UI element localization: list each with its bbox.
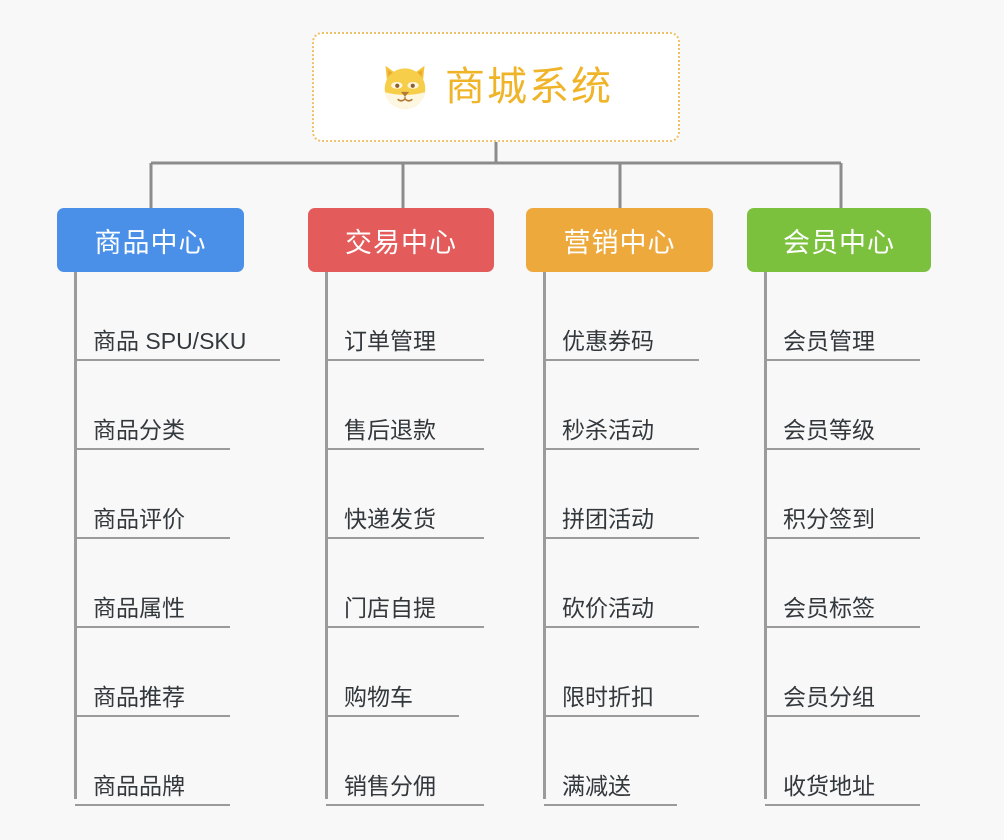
leaf-item-label: 商品品牌 [93, 773, 185, 800]
leaf-item[interactable]: 订单管理 [326, 272, 494, 361]
leaf-item-label: 门店自提 [344, 595, 436, 622]
leaf-underline [75, 359, 280, 361]
leaf-underline [75, 804, 230, 806]
leaf-item-label: 快递发货 [344, 506, 436, 533]
category-header-4[interactable]: 会员中心 [747, 208, 931, 272]
leaf-underline [75, 448, 230, 450]
column-spine-1 [74, 272, 77, 799]
shiba-dog-icon [384, 65, 426, 109]
leaf-item[interactable]: 商品评价 [75, 450, 244, 539]
category-column-1: 商品中心商品 SPU/SKU 商品分类商品评价商品属性商品推荐商品品牌 [57, 208, 280, 806]
leaf-item[interactable]: 门店自提 [326, 539, 494, 628]
leaf-item-label: 订单管理 [344, 328, 436, 355]
leaf-underline [765, 359, 920, 361]
leaf-item[interactable]: 商品品牌 [75, 717, 244, 806]
leaf-underline [765, 448, 920, 450]
category-column-2: 交易中心订单管理售后退款快递发货门店自提购物车销售分佣 [308, 208, 494, 806]
leaf-item-label: 购物车 [344, 684, 413, 711]
root-title: 商城系统 [445, 65, 613, 109]
leaf-underline [544, 626, 699, 628]
leaf-item[interactable]: 商品属性 [75, 539, 244, 628]
leaf-item[interactable]: 商品 SPU/SKU [75, 272, 280, 361]
leaf-item[interactable]: 商品推荐 [75, 628, 244, 717]
leaf-underline [765, 715, 920, 717]
leaf-item[interactable]: 满减送 [544, 717, 713, 806]
leaf-item-label: 售后退款 [344, 417, 436, 444]
column-spine-4 [764, 272, 767, 799]
leaf-underline [75, 626, 230, 628]
leaf-underline [765, 537, 920, 539]
leaf-item-label: 会员等级 [783, 417, 875, 444]
leaf-item[interactable]: 优惠券码 [544, 272, 713, 361]
leaf-item-label: 商品分类 [93, 417, 185, 444]
leaf-item-label: 积分签到 [783, 506, 875, 533]
leaf-item-label: 拼团活动 [562, 506, 654, 533]
leaf-item-label: 收货地址 [783, 773, 875, 800]
leaf-item[interactable]: 积分签到 [765, 450, 931, 539]
leaf-list-3: 优惠券码秒杀活动拼团活动砍价活动限时折扣满减送 [526, 272, 713, 806]
leaf-item[interactable]: 秒杀活动 [544, 361, 713, 450]
leaf-item-label: 会员管理 [783, 328, 875, 355]
leaf-item-label: 销售分佣 [344, 773, 436, 800]
column-spine-3 [543, 272, 546, 799]
leaf-underline [544, 715, 699, 717]
leaf-item-label: 商品属性 [93, 595, 185, 622]
leaf-item[interactable]: 收货地址 [765, 717, 931, 806]
leaf-item-label: 商品 SPU/SKU [93, 328, 247, 355]
leaf-item[interactable]: 售后退款 [326, 361, 494, 450]
leaf-item-label: 优惠券码 [562, 328, 654, 355]
leaf-list-4: 会员管理会员等级积分签到会员标签会员分组收货地址 [747, 272, 931, 806]
leaf-item[interactable]: 销售分佣 [326, 717, 494, 806]
leaf-underline [326, 537, 484, 539]
leaf-item-label: 秒杀活动 [562, 417, 654, 444]
leaf-underline [75, 537, 230, 539]
leaf-underline [326, 448, 484, 450]
category-column-4: 会员中心会员管理会员等级积分签到会员标签会员分组收货地址 [747, 208, 931, 806]
leaf-underline [75, 715, 230, 717]
leaf-list-2: 订单管理售后退款快递发货门店自提购物车销售分佣 [308, 272, 494, 806]
leaf-item[interactable]: 会员管理 [765, 272, 931, 361]
leaf-list-1: 商品 SPU/SKU 商品分类商品评价商品属性商品推荐商品品牌 [57, 272, 280, 806]
leaf-item-label: 商品推荐 [93, 684, 185, 711]
leaf-item[interactable]: 商品分类 [75, 361, 244, 450]
leaf-underline [765, 626, 920, 628]
leaf-item[interactable]: 会员标签 [765, 539, 931, 628]
root-node-card[interactable]: 商城系统 [312, 32, 680, 142]
leaf-item-label: 砍价活动 [562, 595, 654, 622]
leaf-item[interactable]: 砍价活动 [544, 539, 713, 628]
leaf-underline [544, 448, 699, 450]
leaf-item[interactable]: 快递发货 [326, 450, 494, 539]
leaf-underline [326, 715, 459, 717]
leaf-underline [326, 359, 484, 361]
leaf-item[interactable]: 限时折扣 [544, 628, 713, 717]
leaf-underline [544, 804, 677, 806]
leaf-item[interactable]: 会员等级 [765, 361, 931, 450]
category-header-2[interactable]: 交易中心 [308, 208, 494, 272]
column-spine-2 [325, 272, 328, 799]
leaf-item[interactable]: 拼团活动 [544, 450, 713, 539]
leaf-underline [765, 804, 920, 806]
category-column-3: 营销中心优惠券码秒杀活动拼团活动砍价活动限时折扣满减送 [526, 208, 713, 806]
leaf-item-label: 商品评价 [93, 506, 185, 533]
leaf-item[interactable]: 会员分组 [765, 628, 931, 717]
leaf-item-label: 会员分组 [783, 684, 875, 711]
category-header-1[interactable]: 商品中心 [57, 208, 244, 272]
leaf-item-label: 限时折扣 [562, 684, 654, 711]
leaf-item-label: 会员标签 [783, 595, 875, 622]
category-header-3[interactable]: 营销中心 [526, 208, 713, 272]
leaf-underline [326, 804, 484, 806]
leaf-underline [326, 626, 484, 628]
leaf-underline [544, 537, 699, 539]
leaf-item[interactable]: 购物车 [326, 628, 494, 717]
leaf-underline [544, 359, 699, 361]
leaf-item-label: 满减送 [562, 773, 631, 800]
